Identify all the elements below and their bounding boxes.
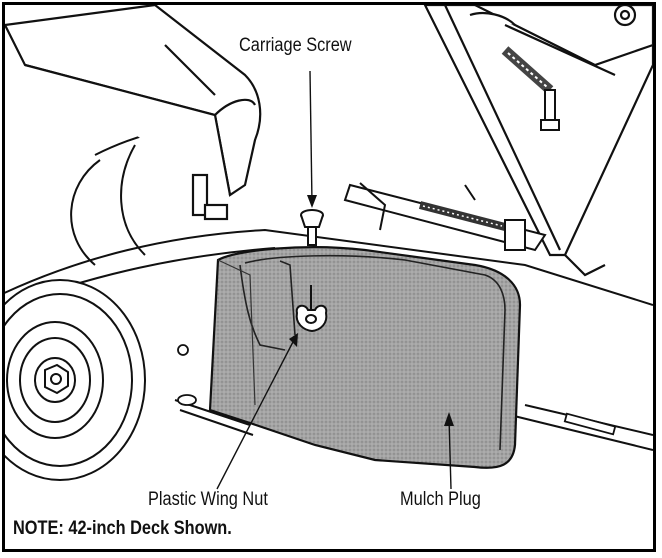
- mulch-plug-leader: [448, 417, 452, 490]
- carriage-screw-leader: [309, 70, 313, 204]
- front-wheel: [5, 279, 146, 481]
- wing-nut-leader: [216, 337, 296, 490]
- plastic-wing-nut-label: Plastic Wing Nut: [148, 489, 268, 510]
- mulch-plug-label: Mulch Plug: [400, 489, 481, 510]
- deck-size-note: NOTE: 42-inch Deck Shown.: [13, 518, 232, 539]
- deck-bolts: [177, 344, 617, 436]
- plastic-wing-nut: [295, 285, 328, 333]
- mulch-plug-arrow: [444, 412, 454, 426]
- wing-nut-arrow: [289, 333, 298, 347]
- discharge-chute: [5, 5, 262, 221]
- mulch-plug: [208, 246, 522, 469]
- diagram-frame: Carriage Screw Plastic Wing Nut Mulch Pl…: [2, 2, 656, 552]
- spring-assembly: [501, 46, 560, 131]
- deflector: [423, 5, 653, 277]
- mower-deck-illustration: [5, 5, 653, 490]
- hinge-rod: [343, 182, 547, 252]
- carriage-screw-arrow: [307, 195, 317, 208]
- carriage-screw: [300, 209, 324, 246]
- carriage-screw-label: Carriage Screw: [239, 35, 352, 56]
